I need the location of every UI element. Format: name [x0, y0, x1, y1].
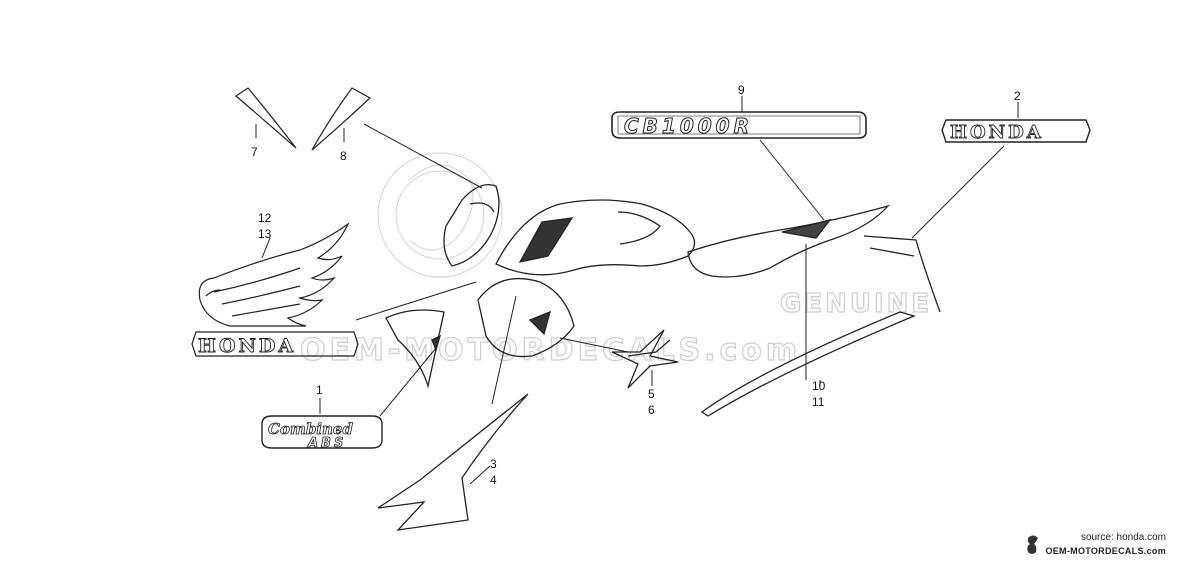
footer-logo-mark	[1027, 535, 1038, 554]
decal-10-11-long-stripe	[700, 311, 916, 417]
honda-wing-text: HONDA	[198, 335, 296, 357]
decal-3-4-side-stripe	[377, 393, 529, 531]
watermark-genuine: GENUINE	[780, 289, 932, 319]
abs-text: ABS	[307, 436, 346, 451]
watermark-emblem	[377, 152, 503, 278]
decal-9-cb1000r: CB1000R	[611, 111, 867, 139]
fuel-tank	[495, 199, 696, 276]
callout-12: 12	[258, 211, 272, 225]
combined-text: Combined	[268, 420, 353, 438]
callout-5: 5	[648, 387, 655, 401]
decal-5-6-x-graphic	[611, 329, 679, 389]
callout-3: 3	[490, 457, 497, 471]
callout-11: 11	[812, 395, 825, 409]
callout-7: 7	[251, 145, 258, 159]
decal-1-combined-abs: Combined ABS	[261, 415, 383, 451]
decal-7-wedge	[235, 87, 297, 149]
callout-9: 9	[738, 83, 745, 97]
leader-lines	[255, 96, 1019, 485]
motorcycle-outline	[385, 183, 941, 389]
callout-6: 6	[648, 403, 655, 417]
callout-10: 10	[812, 379, 826, 393]
decal-12-13-honda-wing: HONDA	[191, 222, 359, 357]
source-note: source: honda.com	[1080, 532, 1166, 543]
callout-8: 8	[340, 149, 347, 163]
watermark: GENUINE OEM-MOTORDECALS.com	[299, 152, 932, 369]
seat-tail	[687, 204, 890, 278]
cb1000r-text: CB1000R	[624, 114, 753, 138]
decal-2-honda: HONDA	[941, 119, 1091, 143]
side-shroud	[477, 278, 575, 358]
tail-bracket	[863, 235, 941, 313]
callout-13: 13	[258, 227, 272, 241]
honda-tail-text: HONDA	[950, 122, 1044, 143]
callout-1: 1	[316, 383, 323, 397]
site-logo-text: OEM-MOTORDECALS.com	[1045, 546, 1166, 556]
headlight-cowl	[443, 183, 500, 267]
callouts: 7 8 12 13 9 2 1 5 6 3 4 10 11	[251, 83, 1021, 487]
watermark-site: OEM-MOTORDECALS.com	[300, 333, 801, 368]
callout-2: 2	[1014, 89, 1021, 103]
callout-4: 4	[490, 473, 497, 487]
decal-8-wedge	[311, 87, 372, 151]
